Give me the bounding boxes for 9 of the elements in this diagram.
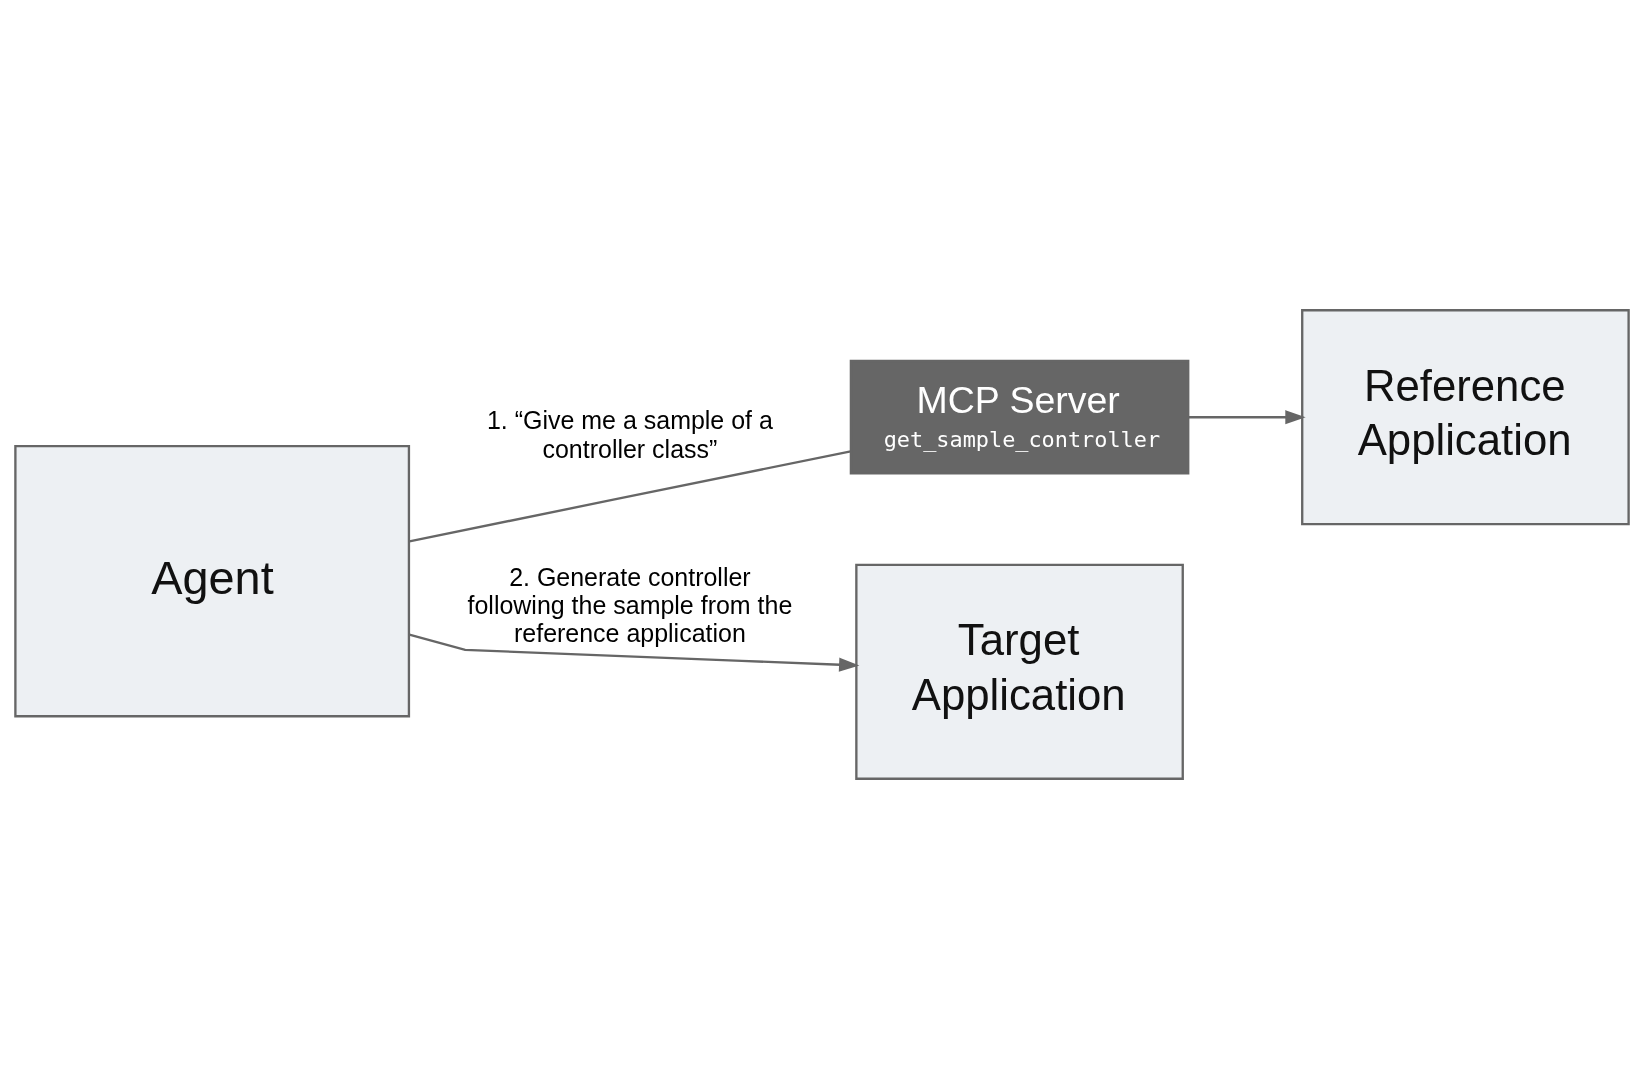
node-box: MCP Server get_sample_controller: [849, 359, 1190, 475]
edge-label: 2. Generate controller following the sample from the reference application: [467, 562, 793, 647]
arrow: [1188, 409, 1306, 424]
arrow: [409, 633, 860, 672]
edge-label: 1. “Give me a sample of a controller class”: [486, 405, 773, 463]
node-box: Reference Application: [1301, 308, 1630, 525]
connector: [409, 449, 851, 542]
node-box: Agent: [14, 444, 411, 717]
node-box: Target Application: [855, 563, 1184, 780]
